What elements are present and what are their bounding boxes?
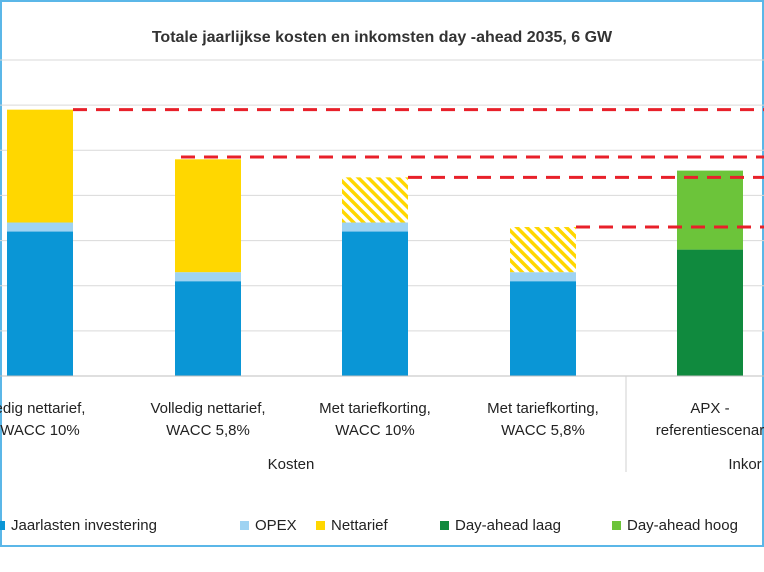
bar-jaarlasten-investering-3 (342, 231, 408, 376)
legend-label: Nettarief (331, 516, 388, 534)
bar-jaarlasten-investering-2 (175, 281, 241, 376)
legend-label: Jaarlasten investering (11, 516, 157, 534)
category-label: Volledig nettarief, (150, 400, 265, 417)
category-label: WACC 10% (0, 422, 79, 439)
bar-nettarief-3 (342, 177, 408, 223)
bar-jaarlasten-investering-1 (7, 231, 73, 376)
legend-swatch (316, 520, 325, 530)
bar-jaarlasten-investering-4 (510, 281, 576, 376)
bar-nettarief-1 (7, 109, 73, 223)
bar-opex-1 (7, 222, 73, 232)
legend-item: Day-ahead hoog (612, 511, 738, 539)
bar-day-ahead-hoog-5 (677, 170, 743, 250)
bar-opex-4 (510, 272, 576, 282)
group-label: Inkor (728, 456, 761, 473)
legend-item: Nettarief (316, 511, 388, 539)
bar-opex-2 (175, 272, 241, 282)
legend-label: Day-ahead hoog (627, 516, 738, 534)
legend-label: Day-ahead laag (455, 516, 561, 534)
bar-nettarief-4 (510, 227, 576, 273)
legend-label: OPEX (255, 516, 297, 534)
chart-legend: Jaarlasten investering OPEX Nettarief Day-a… (0, 511, 764, 539)
chart-title: Totale jaarlijkse kosten en inkomsten da… (152, 29, 613, 46)
legend-item: Jaarlasten investering (0, 511, 157, 539)
category-label: Met tariefkorting, (319, 400, 431, 417)
legend-item: OPEX (240, 511, 297, 539)
category-label: WACC 5,8% (166, 422, 250, 439)
bar-day-ahead-laag-5 (677, 249, 743, 376)
legend-swatch (0, 520, 5, 530)
legend-swatch (440, 520, 449, 530)
group-label: Kosten (268, 456, 315, 473)
category-label: APX - (690, 400, 729, 417)
bar-opex-3 (342, 222, 408, 232)
category-label: edig nettarief, (0, 400, 85, 417)
legend-swatch (240, 520, 249, 530)
category-label: WACC 5,8% (501, 422, 585, 439)
category-label: referentiescenar (656, 422, 764, 439)
category-label: Met tariefkorting, (487, 400, 599, 417)
bar-nettarief-2 (175, 159, 241, 273)
legend-swatch (612, 520, 621, 530)
legend-item: Day-ahead laag (440, 511, 561, 539)
category-label: WACC 10% (335, 422, 414, 439)
chart-border (0, 0, 764, 547)
